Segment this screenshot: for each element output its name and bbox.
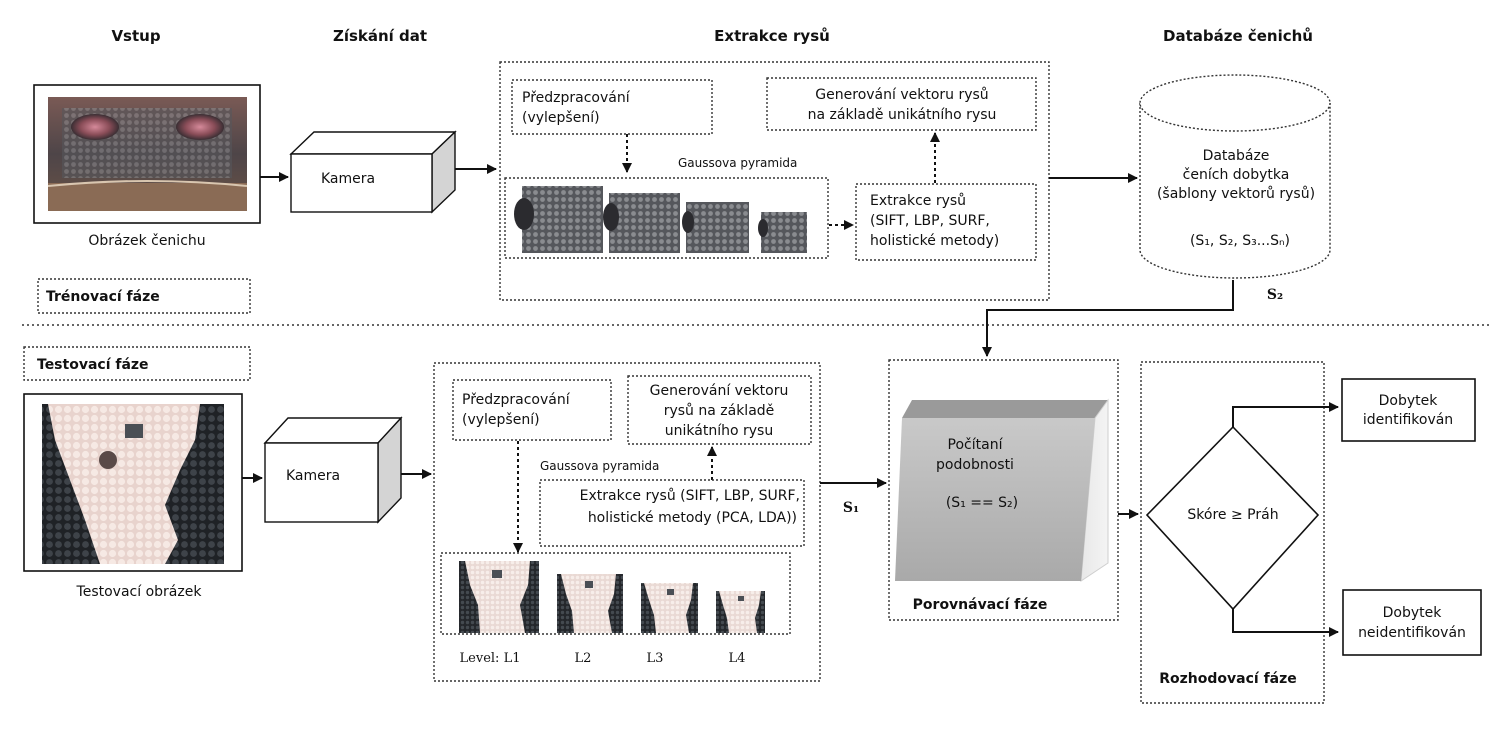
training-image-caption: Obrázek čenichu (88, 233, 205, 249)
testing-preprocessing-line2: (vylepšení) (462, 412, 540, 428)
training-vector-line1: Generování vektoru rysů (815, 87, 988, 103)
label-s1: S₁ (843, 500, 859, 516)
label-s2: S₂ (1267, 287, 1283, 303)
level-l2-label: L2 (575, 651, 592, 666)
training-extraction-line3: holistické metody) (870, 233, 999, 249)
testing-pyramid-level-2 (557, 574, 623, 633)
testing-pyramid-level-3 (641, 583, 698, 633)
similarity-block (895, 398, 1109, 582)
muzzle-image (47, 97, 248, 211)
header-acquisition: Získání dat (333, 27, 427, 45)
header-feature-extraction: Extrakce rysů (714, 27, 830, 45)
training-phase-box (37, 278, 251, 314)
training-extraction-line1: Extrakce rysů (870, 193, 966, 209)
training-vector-line2: na základě unikátního rysu (808, 107, 997, 123)
level-l1-label: Level: L1 (460, 651, 521, 666)
testing-preprocessing-line1: Předzpracování (462, 392, 571, 408)
test-image (42, 404, 224, 564)
database-line1: Databáze (1203, 148, 1270, 164)
testing-camera-label: Kamera (286, 468, 340, 484)
testing-camera: Kamera (263, 416, 403, 524)
database-line3: (šablony vektorů rysů) (1157, 186, 1315, 202)
training-pyramid-level-4 (758, 212, 807, 253)
level-l4-label: L4 (729, 651, 746, 666)
testing-pyramid-box (440, 552, 791, 635)
decision-phase-label: Rozhodovací fáze (1159, 671, 1297, 687)
header-input: Vstup (111, 27, 160, 45)
identified-line1: Dobytek (1379, 393, 1439, 409)
database-cylinder (1139, 74, 1331, 279)
matching-phase-label: Porovnávací fáze (913, 597, 1048, 613)
not-identified-line2: neidentifikován (1358, 625, 1466, 641)
training-camera: Kamera (289, 130, 457, 214)
not-identified-line1: Dobytek (1383, 605, 1443, 621)
testing-vector-line2: rysů na základě (664, 403, 775, 419)
training-preprocessing-line1: Předzpracování (522, 90, 631, 106)
similarity-formula: (S₁ == S₂) (946, 495, 1018, 511)
training-feature-extraction-box (499, 61, 1050, 301)
testing-extraction-box (539, 479, 805, 547)
testing-pyramid-label: Gaussova pyramida (540, 459, 659, 473)
testing-phase-box (23, 346, 251, 381)
testing-vector-line1: Generování vektoru (650, 383, 789, 399)
similarity-line1: Počítaní (948, 437, 1004, 453)
matching-phase-box (888, 359, 1119, 621)
training-preprocessing-line2: (vylepšení) (522, 110, 600, 126)
testing-extraction-line2: holistické metody (PCA, LDA)) (588, 510, 797, 526)
arrow-to-identified (1232, 402, 1339, 427)
testing-image-caption: Testovací obrázek (76, 584, 203, 600)
testing-feature-extraction-box (433, 362, 821, 682)
training-extraction-line2: (SIFT, LBP, SURF, (870, 213, 990, 229)
decision-condition: Skóre ≥ Práh (1187, 507, 1278, 523)
database-line2: čeních dobytka (1183, 167, 1290, 183)
testing-preprocessing-box (452, 379, 612, 441)
identified-line2: identifikován (1363, 412, 1453, 428)
training-pyramid-level-2 (603, 193, 680, 253)
arrow-to-not-identified (1232, 609, 1339, 637)
training-pyramid-label: Gaussova pyramida (678, 156, 797, 170)
testing-pyramid-level-4 (716, 591, 765, 633)
identified-box (1341, 378, 1476, 442)
training-camera-label: Kamera (321, 171, 375, 187)
similarity-line2: podobnosti (936, 457, 1014, 473)
decision-phase-box (1140, 361, 1325, 704)
testing-extraction-line1: Extrakce rysů (SIFT, LBP, SURF, (580, 488, 800, 504)
testing-vector-line3: unikátního rysu (665, 423, 773, 439)
training-pyramid-box (504, 177, 829, 259)
training-phase-label: Trénovací fáze (46, 289, 160, 305)
training-preprocessing-box (511, 79, 713, 135)
not-identified-box (1342, 589, 1482, 656)
testing-vector-box (627, 375, 812, 445)
testing-phase-label: Testovací fáze (37, 357, 149, 373)
training-pyramid-level-1 (514, 186, 603, 253)
training-vector-box (766, 77, 1037, 131)
arrow-database-to-matching (982, 280, 1234, 357)
training-extraction-box (855, 183, 1037, 261)
database-set: (S₁, S₂, S₃...Sₙ) (1190, 233, 1290, 249)
training-pyramid-level-3 (682, 202, 749, 253)
testing-pyramid-level-1 (459, 561, 539, 633)
level-l3-label: L3 (647, 651, 664, 666)
header-database: Databáze čenichů (1163, 27, 1313, 45)
